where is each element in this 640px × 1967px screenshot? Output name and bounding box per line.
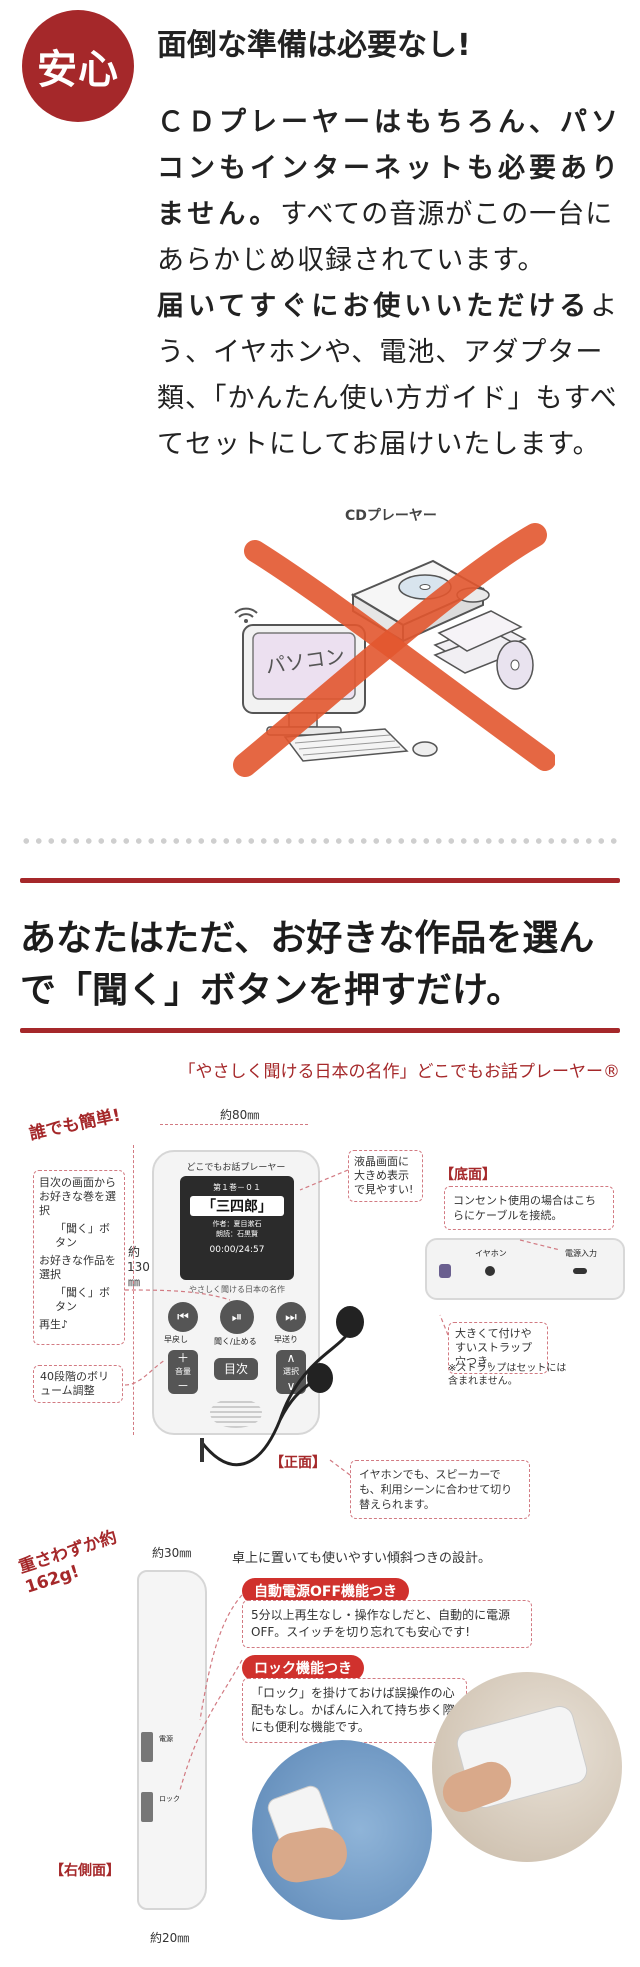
device-brand: どこでもお話プレーヤー (186, 1163, 286, 1173)
intro-paragraph: ＣＤプレーヤーはもちろん、パソコンもインターネットも必要ありません。すべての音源… (157, 100, 622, 468)
lock-title: ロック機能つき (242, 1655, 364, 1681)
cross-stroke-1 (244, 540, 556, 771)
product-caption: 「やさしく聞ける日本の名作」どこでもお話プレーヤー® (178, 1062, 621, 1082)
screen-callout: 液晶画面に大きめ表示で見やすい! (348, 1150, 423, 1202)
select-label: 選択 (283, 1367, 299, 1376)
rewind-button[interactable]: ⏮ (168, 1302, 198, 1332)
earphone-jack-icon (485, 1266, 495, 1276)
lcd-author: 作者：夏目漱石 (212, 1220, 262, 1228)
ready-bold-text: 届いてすぐにお使いいただける (157, 291, 591, 322)
step-5: 再生♪ (39, 1318, 69, 1331)
no-pc-no-cd-illustration: CDプレーヤー パソコン (225, 508, 556, 780)
cd-player-label: CDプレーヤー (345, 508, 437, 524)
player-side: 電源 ロック (137, 1570, 207, 1910)
volume-label: 音量 (175, 1367, 191, 1376)
front-label: 【正面】 (270, 1455, 326, 1471)
speaker-grille (210, 1398, 262, 1428)
step-4: 「聞く」ボタン (55, 1286, 110, 1313)
tilt-note: 卓上に置いても使いやすい傾斜つきの設計。 (232, 1551, 491, 1566)
volume-callout: 40段階のボリューム調整 (33, 1365, 123, 1403)
intro-text: すべての音源がこの一台にあらかじめ収録されています。 (157, 199, 614, 276)
crossed-devices-drawing (233, 523, 556, 777)
width-dimension-label: 約80㎜ (220, 1108, 260, 1122)
dotted-divider (20, 837, 620, 845)
step-3: お好きな作品を選択 (39, 1254, 116, 1281)
bottom-label: 【底面】 (440, 1167, 496, 1183)
lock-callout: 「ロック」を掛けておけば誤操作の心配もなし。かばんに入れて持ち歩く際にも便利な機… (242, 1678, 467, 1743)
cross-stroke-2 (233, 523, 547, 777)
volume-button[interactable]: ＋音量－ (168, 1350, 198, 1394)
play-label: 聞く/止める (214, 1337, 257, 1346)
rewind-label: 早戻し (164, 1335, 188, 1344)
power-port-label: 電源入力 (565, 1249, 597, 1258)
step-1: 目次の画面からお好きな巻を選択 (39, 1176, 116, 1217)
hand-holding-photo (252, 1740, 432, 1920)
lock-pill: ロック機能つき (242, 1655, 364, 1681)
ff-label: 早送り (274, 1335, 298, 1344)
section-heading: 面倒な準備は必要なし! (157, 28, 471, 63)
hand-on-table-photo (432, 1672, 622, 1862)
step-2: 「聞く」ボタン (55, 1222, 110, 1249)
steps-callout: 目次の画面からお好きな巻を選択 「聞く」ボタン お好きな作品を選択 「聞く」ボタ… (33, 1170, 125, 1345)
anshin-badge: 安心 (22, 10, 134, 122)
earphone-port-label: イヤホン (475, 1249, 507, 1258)
index-button[interactable]: 目次 (214, 1358, 258, 1380)
select-button[interactable]: ∧選択∨ (276, 1350, 306, 1394)
callout-lines (124, 1169, 561, 1791)
headline-line-1: あなたはただ、お好きな作品を選ん (20, 917, 595, 959)
intro-bold-text: ＣＤプレーヤーはもちろん、パソコンもインターネットも必要ありません。 (157, 107, 622, 230)
strap-callout: 大きくて付けやすいストラップ穴つき。 (448, 1322, 548, 1374)
right-side-label: 【右側面】 (50, 1863, 120, 1879)
lcd-volume: 第１巻－０１ (213, 1183, 261, 1192)
player-front: どこでもお話プレーヤー 第１巻－０１ 「三四郎」 作者：夏目漱石 朗読：石黒賢 … (152, 1150, 320, 1435)
power-switch-label: 電源 (159, 1735, 173, 1743)
lcd-title: 「三四郎」 (190, 1196, 284, 1216)
headline-line-2: で「聞く」ボタンを押すだけ。 (20, 969, 523, 1011)
lock-switch-label: ロック (159, 1795, 180, 1803)
strap-hole-icon (439, 1264, 451, 1278)
device-name-plate: やさしく聞ける日本の名作 (189, 1285, 285, 1294)
power-port-icon (573, 1268, 587, 1274)
lcd-screen: 第１巻－０１ 「三四郎」 作者：夏目漱石 朗読：石黒賢 00:00/24:57 (180, 1176, 294, 1280)
depth-bottom-label: 約20㎜ (150, 1931, 190, 1945)
lcd-reader: 朗読：石黒賢 (216, 1230, 258, 1238)
auto-off-callout: 5分以上再生なし・操作なしだと、自動的に電源OFF。スイッチを切り忘れても安心で… (242, 1600, 532, 1648)
play-pause-button[interactable]: ⏯ (220, 1300, 254, 1334)
main-headline: あなたはただ、お好きな作品を選ん で「聞く」ボタンを押すだけ。 (20, 912, 630, 1016)
fast-forward-button[interactable]: ⏭ (276, 1302, 306, 1332)
auto-off-pill: 自動電源OFF機能つき (242, 1578, 410, 1604)
headline-bottom-rule (20, 1028, 620, 1033)
lcd-time: 00:00/24:57 (209, 1245, 265, 1255)
lock-switch[interactable] (141, 1792, 153, 1822)
depth-top-label: 約30㎜ (152, 1546, 192, 1560)
ready-text: よう、イヤホンや、電池、アダプター類、「かんたん使い方ガイド」もすべてセットにし… (157, 291, 619, 460)
strap-excluded-note: ※ストラップはセットには含まれません。 (448, 1363, 567, 1387)
outlet-callout: コンセント使用の場合はこちらにケーブルを接続。 (444, 1186, 614, 1230)
earphone-speaker-callout: イヤホンでも、スピーカーでも、利用シーンに合わせて切り替えられます。 (350, 1460, 530, 1519)
power-switch[interactable] (141, 1732, 153, 1762)
headline-top-rule (20, 878, 620, 883)
player-bottom: イヤホン 電源入力 (425, 1238, 625, 1300)
auto-off-title: 自動電源OFF機能つき (242, 1578, 410, 1604)
earphones-icon (200, 1306, 364, 1467)
width-dimension-line (160, 1124, 308, 1125)
